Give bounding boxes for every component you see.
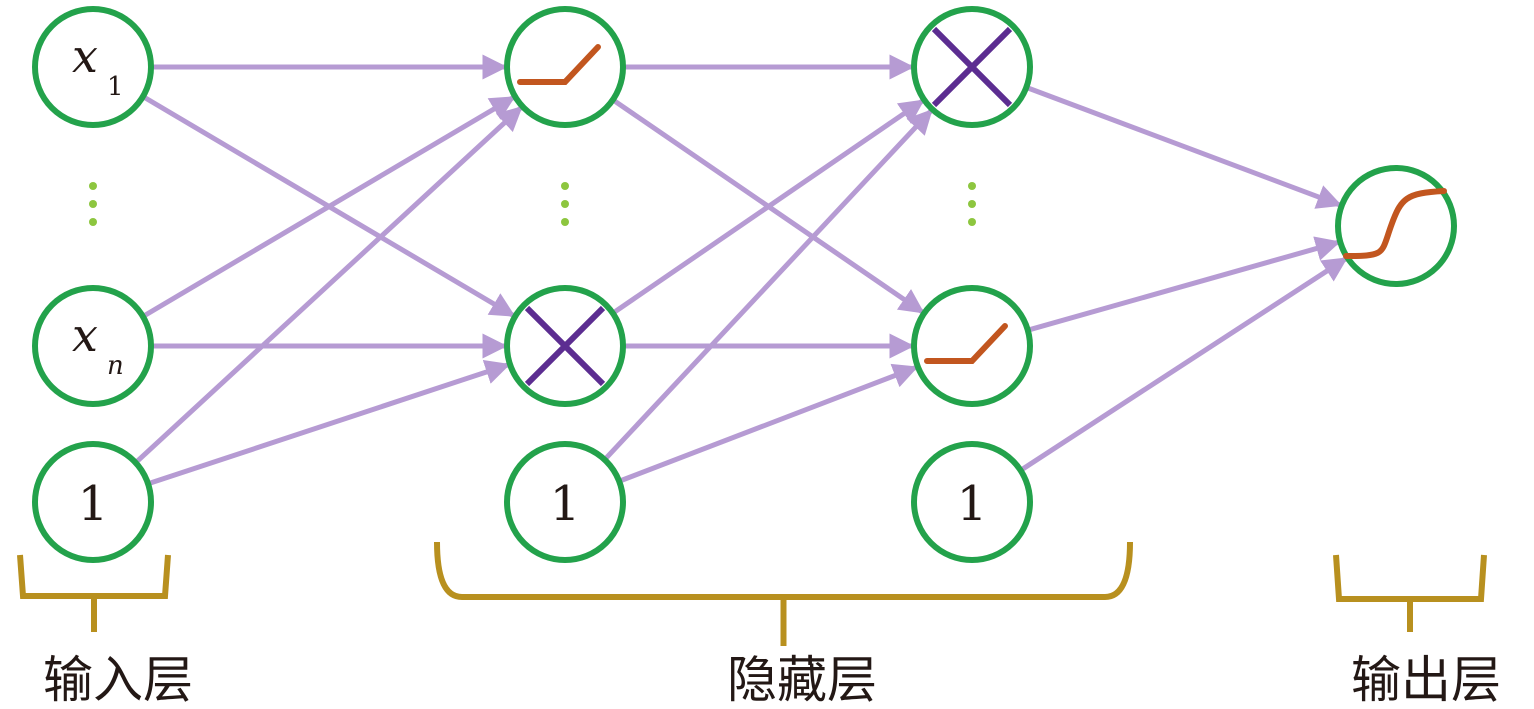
input-node xyxy=(32,285,154,407)
dropout-x-icon xyxy=(931,26,1013,108)
connection-arrow xyxy=(602,108,933,462)
ellipsis-dot xyxy=(561,218,569,226)
ellipsis-dot xyxy=(89,200,97,208)
connection-arrow xyxy=(1025,85,1343,209)
variable-label: x xyxy=(72,308,98,362)
hidden2-node xyxy=(911,285,1033,407)
input-node xyxy=(32,6,154,128)
ellipsis-dot xyxy=(89,218,97,226)
dropout-x-icon xyxy=(524,305,606,387)
ellipsis-dot xyxy=(561,200,569,208)
ellipsis-dot xyxy=(89,182,97,190)
connection-arrow xyxy=(133,105,523,465)
ellipsis-dot xyxy=(968,200,976,208)
input-node xyxy=(32,441,154,563)
hidden1-node xyxy=(504,441,626,563)
connection-arrow xyxy=(611,98,925,316)
ellipsis-dot xyxy=(968,218,976,226)
output-layer-bracket xyxy=(1333,554,1487,602)
sigmoid-icon xyxy=(1343,188,1447,259)
hidden-layer-label: 隐藏层 xyxy=(727,651,877,709)
relu-icon xyxy=(517,44,601,85)
variable-subscript: 1 xyxy=(107,72,124,102)
ellipsis-dot xyxy=(968,182,976,190)
bias-label: 1 xyxy=(78,476,109,532)
connection-arrow xyxy=(147,360,511,487)
output-node xyxy=(1335,165,1457,287)
output-layer-label: 输出层 xyxy=(1351,651,1501,709)
variable-subscript: n xyxy=(107,351,124,381)
input-layer-label: 输入层 xyxy=(43,651,193,709)
variable-label: x xyxy=(72,29,98,83)
bias-label: 1 xyxy=(957,476,988,532)
bias-label: 1 xyxy=(550,476,581,532)
hidden1-node xyxy=(504,6,626,128)
relu-icon xyxy=(924,323,1008,364)
connection-arrow xyxy=(1027,236,1341,333)
connection-arrow xyxy=(141,95,516,319)
connection-arrow xyxy=(618,363,919,484)
connection-arrow xyxy=(1019,256,1348,473)
ellipsis-dot xyxy=(561,182,569,190)
hidden2-node xyxy=(911,441,1033,563)
